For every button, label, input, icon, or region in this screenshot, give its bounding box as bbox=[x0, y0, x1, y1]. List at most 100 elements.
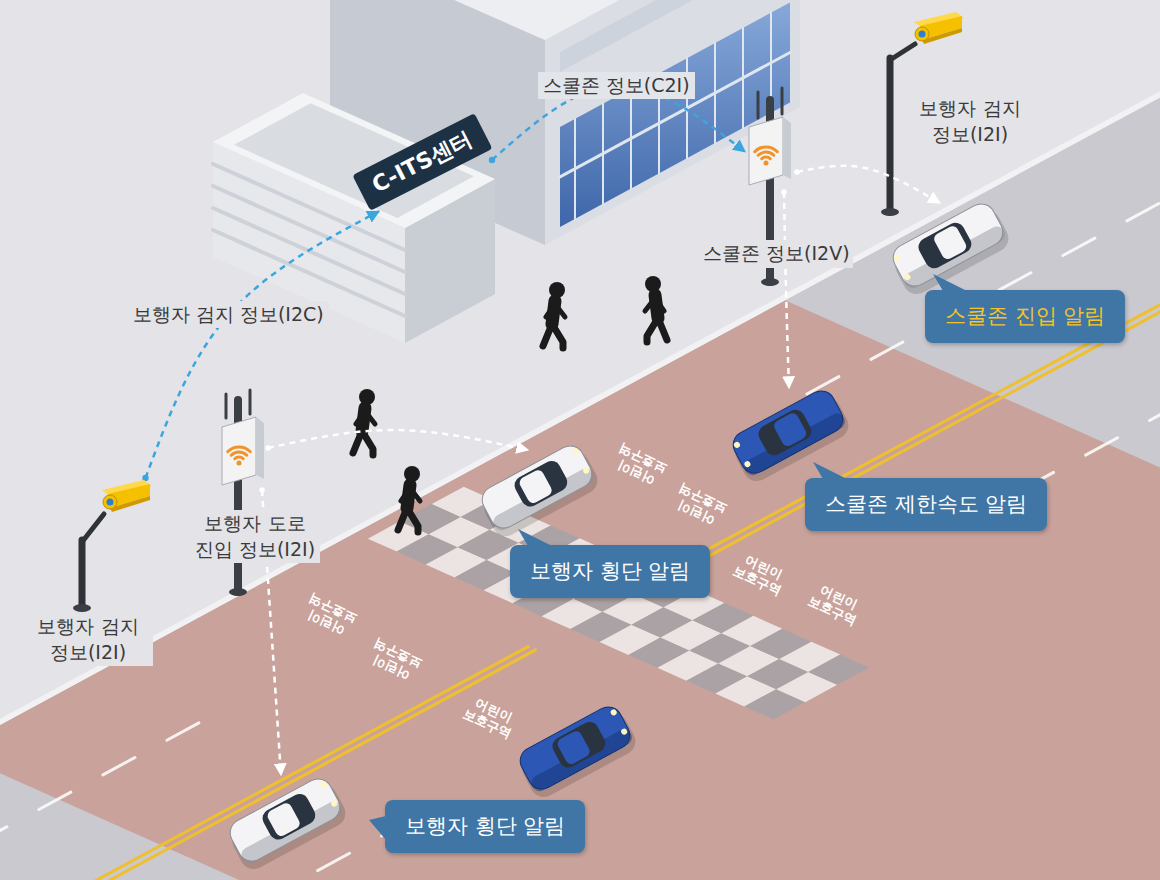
car bbox=[887, 198, 1014, 299]
broadcast-line bbox=[268, 430, 528, 450]
wifi-arc bbox=[228, 447, 251, 452]
building-roof bbox=[330, 0, 800, 40]
headlight bbox=[903, 273, 911, 281]
building-wall bbox=[545, 0, 800, 245]
car-roof bbox=[266, 801, 302, 838]
antenna bbox=[757, 92, 760, 118]
pedestrian-arms bbox=[546, 304, 565, 317]
car bbox=[514, 701, 641, 802]
rsu-panel bbox=[745, 115, 795, 187]
headlight bbox=[743, 460, 751, 468]
pole-base bbox=[881, 208, 899, 216]
device-label: 스쿨존 정보(I2V) bbox=[700, 240, 853, 268]
alert-text: 보행자 횡단 알림 bbox=[405, 814, 565, 839]
pedestrian-legs bbox=[543, 324, 563, 348]
car bbox=[224, 773, 351, 874]
antenna bbox=[781, 88, 784, 114]
pedestrian bbox=[398, 466, 420, 532]
pedestrian-legs bbox=[398, 508, 418, 532]
car-roof bbox=[556, 729, 592, 766]
antenna bbox=[249, 390, 252, 414]
school-zone-surface bbox=[0, 300, 1160, 880]
headlight bbox=[610, 708, 618, 716]
lane-dash bbox=[167, 723, 199, 740]
roadside-unit: 스쿨존 정보(I2V) bbox=[745, 115, 795, 187]
pedestrian bbox=[543, 282, 565, 348]
camera-glass bbox=[107, 499, 114, 506]
lane-dash bbox=[39, 792, 71, 809]
alert-callout: 보행자 횡단 알림 bbox=[510, 545, 710, 598]
camera-lens bbox=[915, 27, 929, 41]
camera-icon bbox=[910, 10, 970, 50]
wifi-arc bbox=[231, 452, 247, 455]
headlight bbox=[320, 780, 328, 788]
headlight bbox=[582, 467, 590, 475]
device-label: 보행자 검지 정보(I2I) bbox=[905, 95, 1035, 148]
wifi-arc bbox=[755, 147, 778, 152]
lane-dash bbox=[871, 342, 903, 359]
car-body bbox=[225, 774, 344, 866]
car-window bbox=[755, 407, 814, 459]
building-roof bbox=[213, 93, 495, 228]
alert-callout: 스쿨존 진입 알림 bbox=[925, 290, 1125, 343]
lane-dash bbox=[0, 827, 7, 844]
label-holder: 스쿨존 정보(I2V) bbox=[700, 240, 853, 268]
callout-pointer bbox=[510, 545, 511, 546]
rsu-panel bbox=[218, 415, 268, 487]
alert-callout: 보행자 횡단 알림 bbox=[385, 800, 585, 853]
camera-arm bbox=[82, 514, 104, 542]
camera-glass bbox=[919, 31, 926, 38]
roadside-unit: 보행자 도로 진입 정보(I2I) bbox=[218, 415, 268, 487]
pedestrian bbox=[353, 389, 375, 455]
car bbox=[476, 440, 603, 541]
label-holder: 보행자 검지 정보(I2I) bbox=[905, 95, 1035, 148]
wifi-arc bbox=[758, 152, 774, 155]
label-holder: 보행자 검지 정보(I2I) bbox=[23, 613, 153, 666]
pedestrian-arms bbox=[356, 411, 375, 424]
pedestrian bbox=[645, 276, 667, 342]
camera-icon bbox=[98, 478, 158, 518]
callout-pointer-shape bbox=[933, 274, 967, 291]
headlight bbox=[620, 728, 628, 736]
rsu-side bbox=[256, 417, 264, 479]
callout-pointer bbox=[805, 478, 806, 479]
car bbox=[727, 385, 854, 486]
pedestrian-legs bbox=[353, 431, 373, 455]
antenna bbox=[225, 394, 228, 418]
wifi-arc bbox=[235, 457, 243, 459]
callout-pointer-shape bbox=[813, 462, 847, 479]
camera-node: 보행자 검지 정보(I2I) bbox=[98, 478, 158, 518]
pedestrian-arms bbox=[645, 298, 664, 311]
edge-label-holder: 스쿨존 정보(C2I) bbox=[538, 72, 695, 99]
callout-pointer bbox=[385, 800, 386, 801]
car-window bbox=[549, 719, 608, 771]
pedestrian-legs bbox=[647, 318, 667, 342]
car-body bbox=[888, 199, 1007, 291]
car-roof bbox=[932, 224, 968, 261]
broadcast-line bbox=[797, 166, 940, 203]
callout-pointer bbox=[925, 290, 926, 291]
headlight bbox=[572, 447, 580, 455]
car-roof bbox=[518, 468, 554, 505]
camera-node: 보행자 검지 정보(I2I) bbox=[910, 10, 970, 50]
camera-lens bbox=[103, 495, 117, 509]
crosswalk-cell bbox=[808, 655, 869, 685]
lane-dash bbox=[1063, 238, 1095, 255]
lane-dash bbox=[103, 758, 135, 775]
lane-dash bbox=[1086, 438, 1118, 455]
headlight bbox=[330, 800, 338, 808]
pole-base bbox=[73, 604, 91, 612]
headlight bbox=[893, 254, 901, 262]
pedestrian-arms bbox=[401, 488, 420, 501]
rsu-front bbox=[222, 417, 256, 485]
pole-base bbox=[229, 588, 247, 596]
wifi-dot bbox=[764, 161, 769, 166]
camera-arm bbox=[890, 44, 915, 60]
pole-base bbox=[761, 278, 779, 286]
car-window bbox=[915, 220, 974, 272]
lane-dash bbox=[1150, 403, 1160, 420]
alert-callout: 스쿨존 제한속도 알림 bbox=[805, 478, 1047, 531]
